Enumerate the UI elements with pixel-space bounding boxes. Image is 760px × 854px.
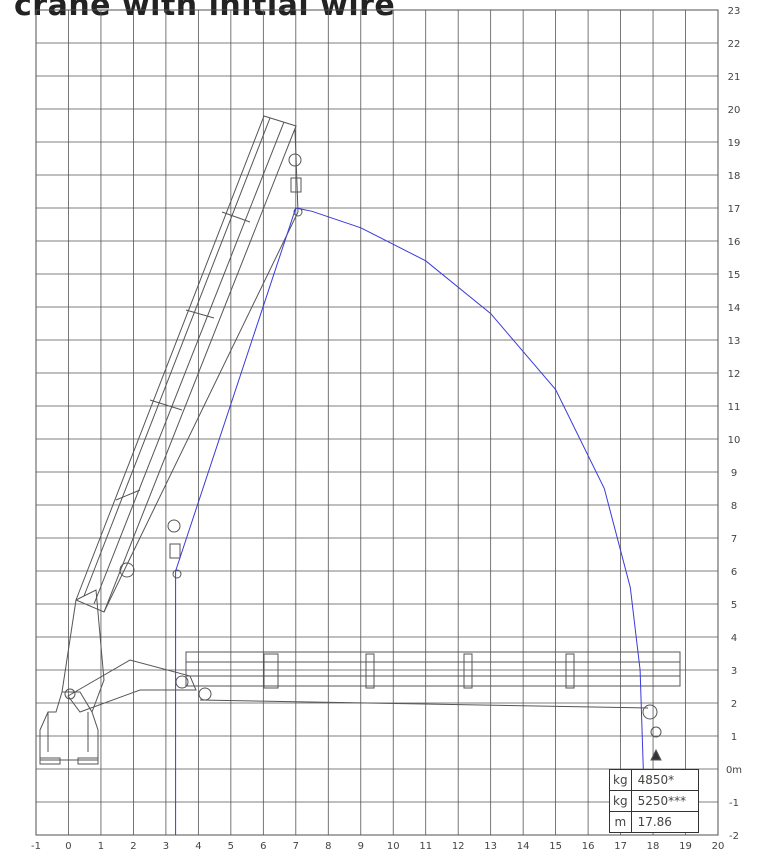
y-tick-label: 9	[731, 468, 737, 479]
x-tick-label: 19	[679, 841, 692, 852]
x-tick-label: 4	[195, 841, 201, 852]
jib-section-4	[565, 653, 575, 689]
winch-hook	[172, 569, 182, 579]
y-tick-label: 10	[728, 435, 741, 446]
x-tick-label: 8	[325, 841, 331, 852]
main-boom-edge	[83, 117, 271, 597]
y-tick-label: -1	[729, 798, 739, 809]
y-tick-label: 12	[728, 369, 741, 380]
crane-foot-left	[39, 757, 61, 765]
y-tick-label: 18	[728, 171, 741, 182]
y-tick-label: 11	[728, 402, 741, 413]
x-tick-label: 20	[712, 841, 725, 852]
boom-tie-line	[103, 211, 299, 613]
boom-head-sheave	[288, 153, 302, 167]
jib-hook	[650, 726, 662, 738]
crane-base	[39, 691, 99, 761]
y-tick-label: 0m	[726, 765, 742, 776]
x-tick-label: 14	[517, 841, 530, 852]
y-tick-label: 22	[728, 39, 741, 50]
load-value: 5250***	[630, 790, 700, 812]
x-tick-label: 11	[419, 841, 432, 852]
x-tick-label: -1	[31, 841, 41, 852]
grid	[35, 9, 719, 836]
boom-ram-cylinder	[119, 562, 135, 578]
crane-drawing	[39, 115, 681, 765]
knuckle-arm	[67, 659, 197, 713]
y-tick-label: 15	[728, 270, 741, 281]
y-tick-label: 13	[728, 336, 741, 347]
y-tick-label: 20	[728, 105, 741, 116]
jib-boom	[185, 651, 681, 687]
y-tick-label: 5	[731, 600, 737, 611]
crane-column	[61, 589, 105, 713]
winch-sheave	[167, 519, 181, 533]
jib-section-1	[263, 653, 279, 689]
y-tick-label: 1	[731, 732, 737, 743]
x-tick-label: 15	[549, 841, 562, 852]
x-tick-label: 13	[484, 841, 497, 852]
crane-slewing-joint	[64, 688, 76, 700]
x-tick-label: 17	[614, 841, 627, 852]
jib-tip-sheave	[642, 704, 658, 720]
winch-block	[169, 543, 181, 559]
y-tick-label: 4	[731, 633, 737, 644]
x-tick-label: 9	[358, 841, 364, 852]
y-tick-label: 14	[728, 303, 741, 314]
boom-section-1	[115, 489, 141, 501]
main-boom-edge-2	[93, 121, 285, 605]
page-title: crane with initial wire	[14, 0, 396, 23]
jib-section-2	[365, 653, 375, 689]
x-tick-label: 0	[65, 841, 71, 852]
wire-line	[175, 207, 644, 770]
y-tick-label: 19	[728, 138, 741, 149]
main-boom	[75, 115, 297, 613]
x-tick-label: 10	[387, 841, 400, 852]
load-unit: m	[609, 811, 632, 833]
y-tick-label: 21	[728, 72, 741, 83]
plot-frame	[35, 9, 719, 836]
y-tick-label: 23	[728, 6, 741, 17]
x-tick-label: 5	[228, 841, 234, 852]
y-axis-ticks: -2-10m1234567891011121314151617181920212…	[726, 6, 742, 842]
boom-section-2	[149, 399, 183, 411]
x-tick-label: 18	[647, 841, 660, 852]
x-tick-label: 3	[163, 841, 169, 852]
x-tick-label: 16	[582, 841, 595, 852]
boom-section-3	[185, 309, 215, 319]
wire-paths	[175, 207, 644, 835]
x-tick-label: 1	[98, 841, 104, 852]
x-tick-label: 12	[452, 841, 465, 852]
load-value: 17.86	[630, 811, 700, 833]
y-tick-label: -2	[729, 831, 739, 842]
load-unit: kg	[609, 769, 632, 791]
boom-head-block	[290, 177, 302, 193]
jib-cylinder	[198, 687, 212, 701]
jib-tie-line	[199, 699, 649, 709]
x-tick-label: 6	[260, 841, 266, 852]
jib-section-3	[463, 653, 473, 689]
x-tick-label: 7	[293, 841, 299, 852]
x-tick-label: 2	[130, 841, 136, 852]
y-tick-label: 2	[731, 699, 737, 710]
boom-section-4	[221, 211, 251, 223]
y-tick-label: 8	[731, 501, 737, 512]
load-value: 4850*	[630, 769, 700, 791]
y-tick-label: 3	[731, 666, 737, 677]
y-tick-label: 16	[728, 237, 741, 248]
y-tick-label: 7	[731, 534, 737, 545]
load-unit: kg	[609, 790, 632, 812]
crane-foot-right	[77, 757, 99, 765]
y-tick-label: 6	[731, 567, 737, 578]
y-tick-label: 17	[728, 204, 741, 215]
jib-hook-weight	[650, 748, 662, 761]
